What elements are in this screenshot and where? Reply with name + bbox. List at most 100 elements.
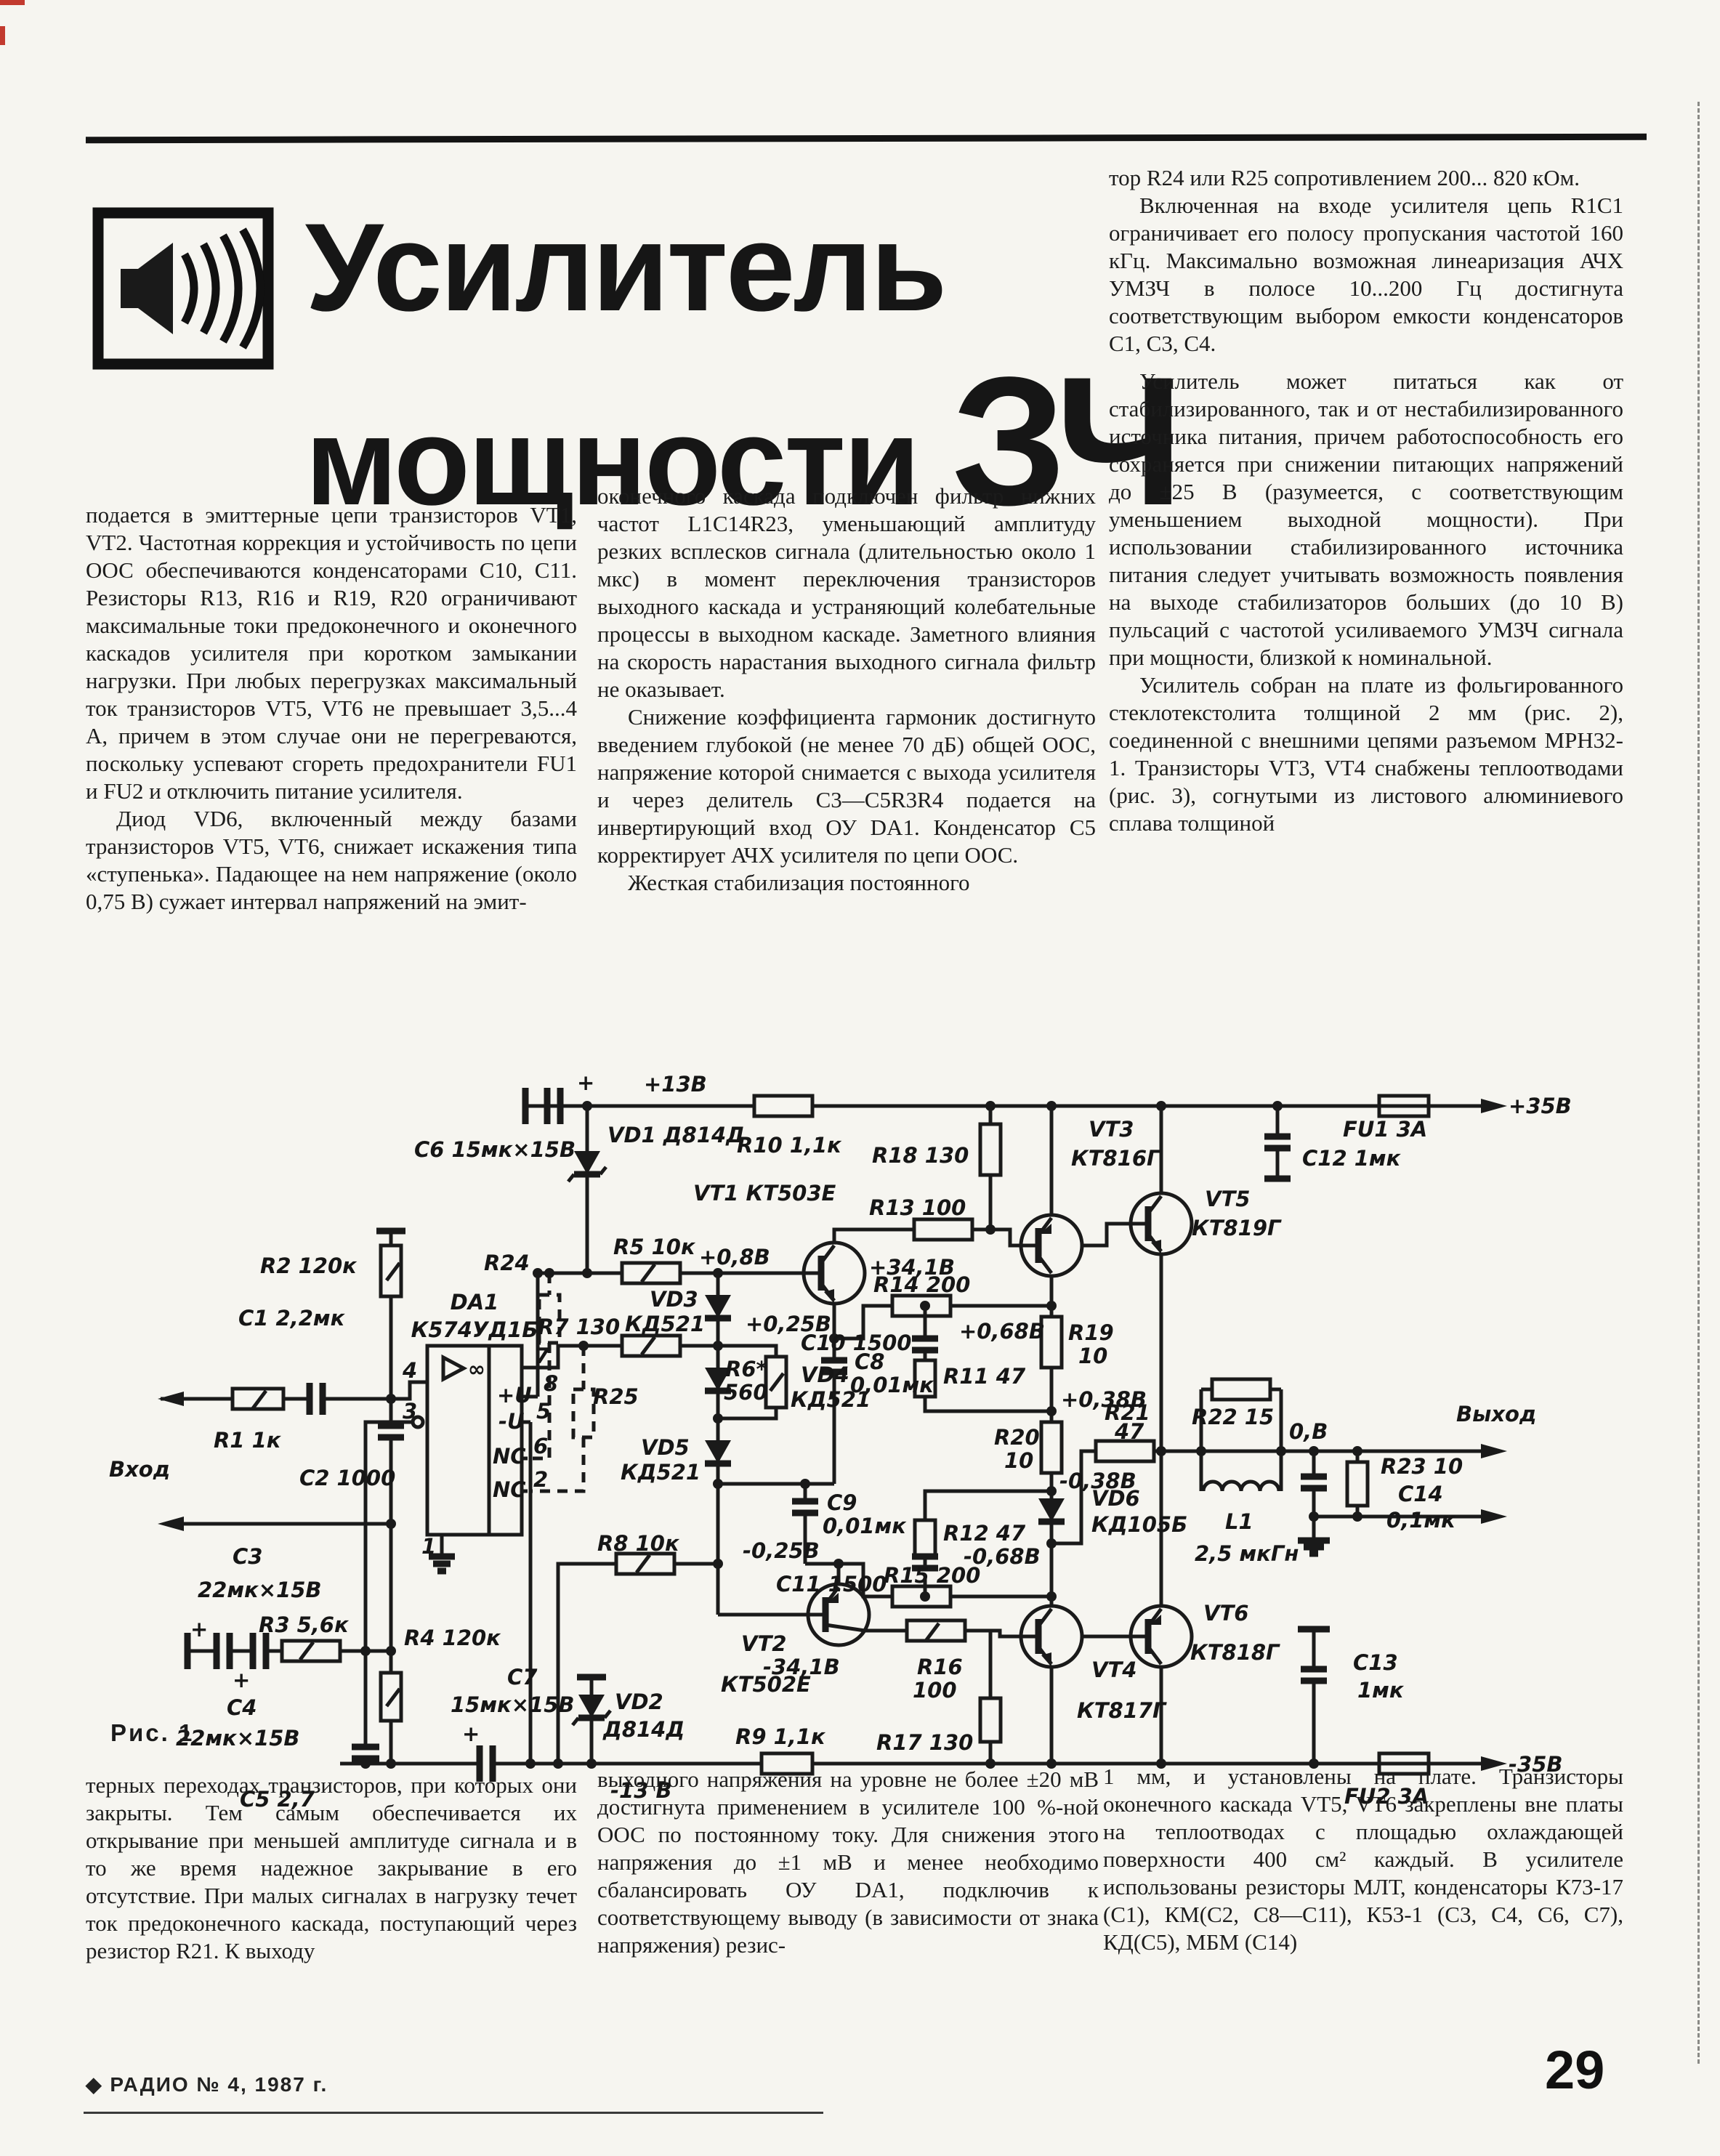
component-label: 0,В [1289,1419,1328,1444]
component-label: NC [493,1477,526,1502]
component-label: R10 1,1к [737,1133,842,1158]
component-label: R11 47 [943,1364,1026,1389]
paragraph: Диод VD6, включенный между базами транзи… [86,806,577,914]
component-label: VD4 [801,1362,849,1387]
component-label: КД105Б [1091,1512,1187,1537]
component-label: КТ819Г [1192,1216,1282,1240]
component-label: + [190,1617,208,1642]
component-label: С6 15мк×15В [414,1137,576,1162]
component-label: +0,25В [746,1312,831,1336]
component-label: С9 [827,1490,857,1515]
component-label: С4 [227,1695,257,1720]
component-label: ∞ [468,1357,485,1381]
component-label: К574УД1Б [411,1317,538,1342]
component-label: С14 [1398,1482,1443,1506]
component-label: С2 1000 [299,1466,395,1490]
paragraph: тор R24 или R25 сопротивлением 200... 82… [1109,165,1580,190]
component-label: R18 130 [872,1143,969,1168]
component-label: КТ817Г [1077,1698,1167,1723]
paragraph: Усилитель может питаться как от стабилиз… [1109,368,1623,670]
figure-caption: Рис. 1 [110,1719,195,1746]
component-label: -0,25В [743,1538,820,1563]
component-label: 0,01мк [850,1373,934,1397]
component-label: С5 2,7 [240,1787,315,1812]
component-label: С12 1мк [1302,1146,1402,1171]
component-label: R25 [593,1384,639,1409]
component-label: 6 [533,1434,548,1458]
component-label: 10 [1078,1344,1107,1368]
component-label: С13 [1353,1650,1398,1675]
component-label: R1 1к [214,1428,282,1453]
component-label: R8 10к [597,1531,680,1556]
journal-footer: ◆ РАДИО № 4, 1987 г. [86,2073,328,2096]
component-label: 560 [724,1380,768,1405]
page-number: 29 [1545,2040,1605,2100]
component-label: R20 [994,1425,1040,1450]
column-bottom-middle: выходного напряжения на уровне не более … [597,1766,1099,1959]
component-label: VT4 [1091,1658,1136,1682]
component-label: R3 5,6к [259,1612,350,1637]
component-label: -0,38В [1059,1469,1136,1493]
component-label: VT2 [741,1631,786,1656]
component-label: +35В [1509,1094,1572,1118]
component-label: + [577,1070,594,1095]
component-label: +0,38В [1061,1387,1147,1412]
component-label: R6* [725,1357,767,1381]
column-top-left: подается в эмиттерные цепи транзисторов … [86,501,577,916]
component-label: R14 200 [873,1272,970,1297]
component-label: 47 [1114,1419,1144,1444]
component-label: R9 1,1к [735,1724,826,1749]
component-label: R19 [1068,1320,1114,1345]
component-label: + [462,1721,480,1746]
component-label: +0,68В [959,1319,1045,1344]
component-label: NC [493,1444,526,1469]
speaker-icon [92,207,274,370]
component-label: 22мк×15В [176,1726,300,1751]
component-label: R7 130 [538,1315,620,1339]
component-label: 100 [913,1678,957,1703]
component-label: + [233,1668,250,1692]
component-label: 10 [1004,1448,1033,1473]
scan-artifact-red [0,0,25,5]
paragraph: Жесткая стабилизация постоянного [628,870,970,895]
column-top-right: тор R24 или R25 сопротивлением 200... 82… [1109,164,1623,837]
component-label: 1мк [1357,1678,1405,1703]
component-label: +34,1В [869,1255,955,1280]
scan-artifact-red [0,26,5,45]
footer-rule [84,2112,823,2114]
component-label: R24 [484,1251,530,1275]
component-label: КД521 [621,1460,700,1485]
component-label: DA1 [451,1290,499,1315]
component-label: R22 15 [1192,1405,1274,1429]
component-label: Вход [109,1457,170,1482]
title-line1: Усилитель [305,198,947,337]
component-label: -13 В [610,1778,672,1803]
component-label: Д814Д [602,1717,685,1742]
component-label: -0,68В [964,1544,1041,1569]
component-label: КД521 [625,1312,705,1336]
column-bottom-right: 1 мм, и установлены на плате. Транзистор… [1103,1763,1623,1956]
component-label: VT5 [1205,1187,1250,1211]
component-label: 7 [535,1344,550,1368]
article-title: Усилитель мощности ЗЧ [305,205,1214,533]
component-label: КТ818Г [1190,1640,1280,1665]
title-word3: ЗЧ [951,339,1183,544]
component-label: С3 [233,1544,262,1569]
component-label: 0,01мк [823,1514,907,1538]
component-label: VD1 Д814Д [607,1123,745,1147]
component-label: L1 [1225,1509,1253,1534]
paragraph: терных переходах транзисторов, при котор… [86,1772,577,1963]
paragraph: выходного напряжения на уровне не более … [597,1767,1099,1958]
component-label: FU1 3А [1343,1117,1427,1142]
schematic-wires [161,1088,1481,1766]
component-label: FU2 3А [1344,1784,1429,1809]
column-bottom-left: терных переходах транзисторов, при котор… [86,1772,577,1965]
schematic-components [158,1094,1507,1782]
component-label: 2 [533,1467,548,1492]
component-label: VT1 КТ503Е [693,1181,836,1206]
component-label: 0,1мк [1386,1508,1456,1533]
component-label: R17 130 [876,1730,973,1755]
top-rule [85,133,1647,144]
component-label: R13 100 [869,1195,966,1220]
